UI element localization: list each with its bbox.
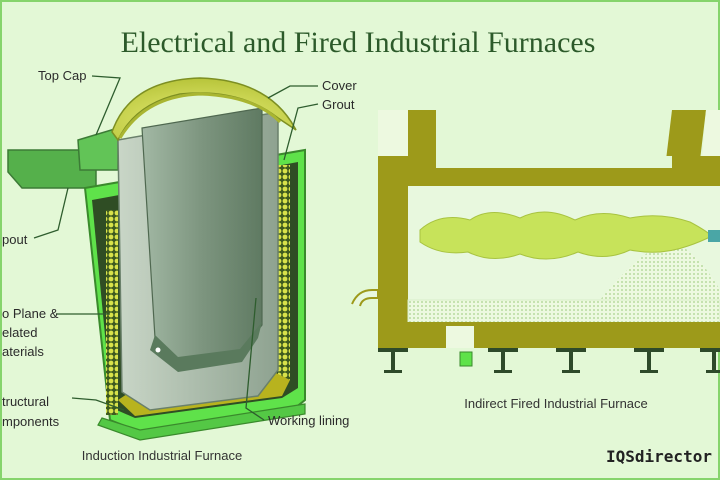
caption-induction: Induction Industrial Furnace	[82, 448, 242, 463]
page-title: Electrical and Fired Industrial Furnaces	[121, 26, 596, 59]
crucible-cavity	[142, 108, 262, 360]
crucible-highlight	[156, 348, 161, 353]
furnace-floor	[378, 322, 720, 348]
label-top-cap: Top Cap	[38, 68, 86, 83]
induction-furnace	[8, 78, 305, 440]
label-coil-line1: o Plane &	[2, 306, 59, 321]
label-spout: pout	[2, 232, 28, 247]
chimney-right-wall	[666, 110, 706, 160]
label-coil-line2: elated	[2, 325, 37, 340]
green-grate	[460, 352, 472, 366]
burner-nozzle	[708, 230, 720, 242]
leader-cover	[268, 86, 318, 98]
coil-right	[278, 165, 290, 380]
caption-fired: Indirect Fired Industrial Furnace	[464, 396, 648, 411]
side-pipe	[352, 290, 378, 306]
roof-gap	[436, 156, 672, 170]
label-grout: Grout	[322, 97, 355, 112]
coil-left	[106, 210, 118, 415]
label-cover: Cover	[322, 78, 357, 93]
fired-furnace	[352, 110, 720, 373]
brand-watermark: IQSdirector	[606, 447, 712, 466]
label-coil-line3: aterials	[2, 344, 44, 359]
label-structural-line2: mponents	[2, 414, 60, 429]
roof-slab	[436, 168, 672, 186]
ash-opening	[446, 326, 474, 348]
spout-neck	[78, 128, 118, 170]
support-legs	[378, 348, 720, 373]
leader-spout	[34, 188, 68, 238]
label-working-lining: Working lining	[268, 413, 349, 428]
label-structural-line1: tructural	[2, 394, 49, 409]
